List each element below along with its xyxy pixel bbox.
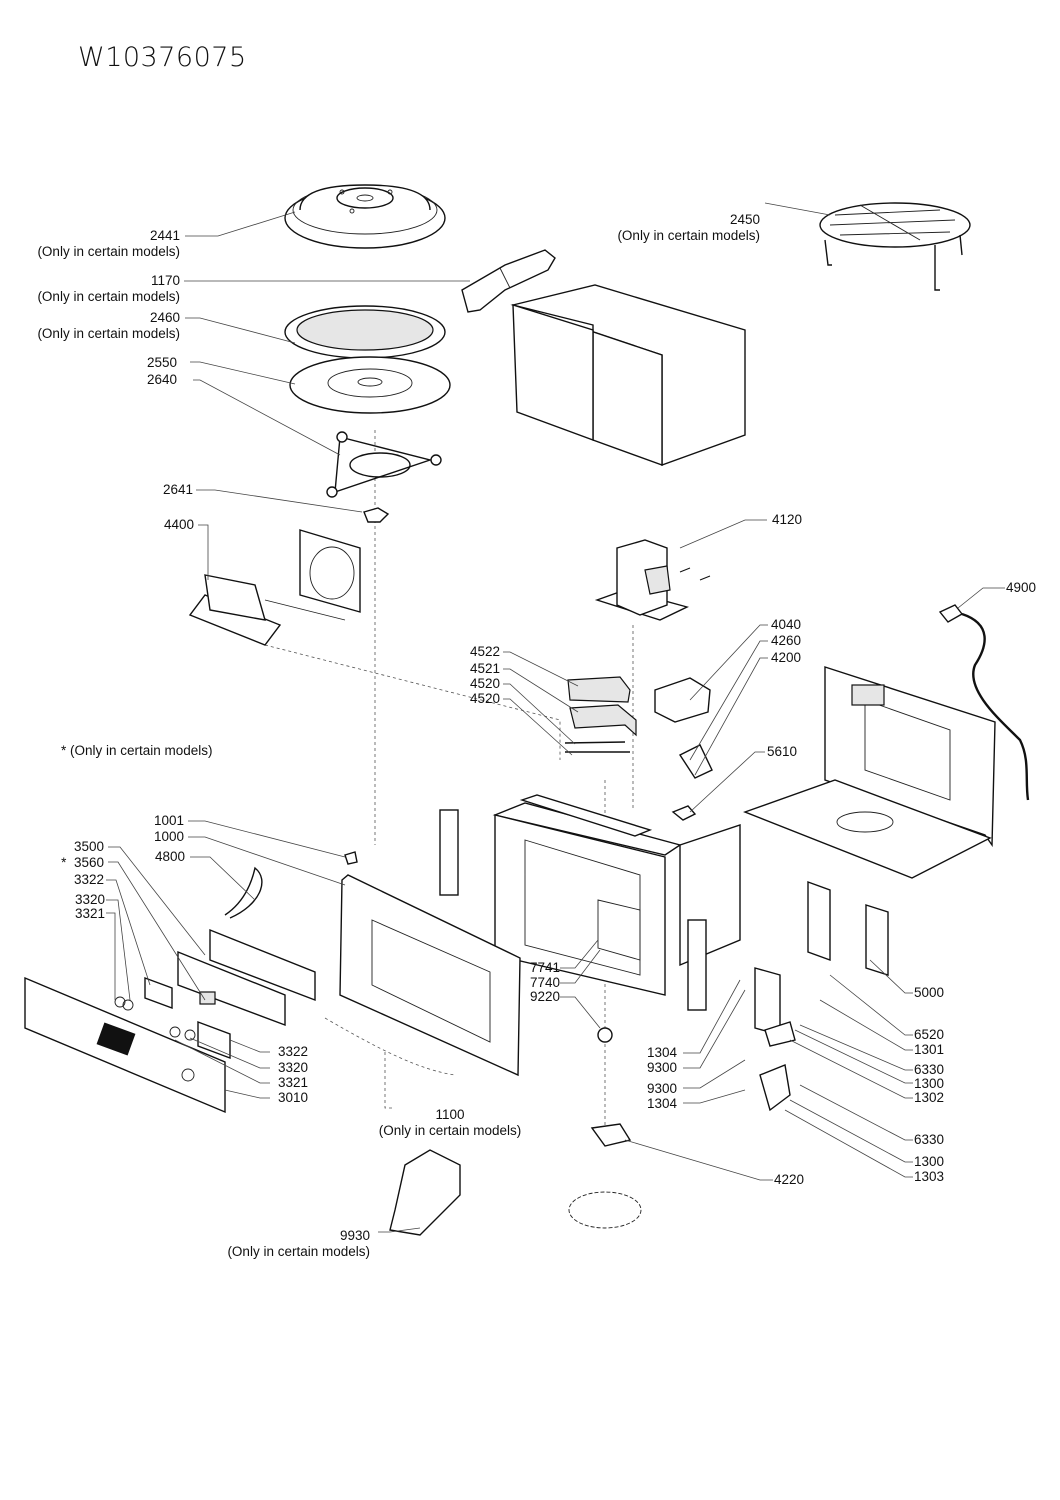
callout-3500: 3500 bbox=[73, 839, 104, 854]
callout-3320-b: 3320 bbox=[278, 1060, 309, 1075]
door-1000 bbox=[339, 874, 521, 1077]
accessory-9930 bbox=[389, 1149, 461, 1236]
grill-rack-2450 bbox=[819, 202, 971, 291]
callout-1170: 1170(Only in certain models) bbox=[37, 273, 180, 305]
callout-1001: 1001 bbox=[153, 813, 184, 828]
power-cord-4900 bbox=[938, 604, 1030, 801]
part-number: 2460 bbox=[149, 310, 180, 325]
callout-4900: 4900 bbox=[1006, 580, 1037, 595]
callout-2640: 2640 bbox=[146, 372, 177, 387]
document-title: W10376075 bbox=[78, 42, 247, 73]
callout-4220: 4220 bbox=[774, 1172, 805, 1187]
back-panel bbox=[743, 666, 996, 879]
callout-3560: * 3560 bbox=[61, 855, 104, 871]
screw-1001 bbox=[344, 851, 358, 865]
callout-2460: 2460(Only in certain models) bbox=[37, 310, 180, 342]
availability-note: (Only in certain models) bbox=[37, 326, 180, 341]
callout-6330-a: 6330 bbox=[914, 1062, 945, 1077]
part-number: 3560 bbox=[73, 855, 104, 870]
capacitor-diode-4040-4200 bbox=[654, 677, 713, 779]
availability-note: (Only in certain models) bbox=[378, 1123, 522, 1138]
callout-3321-b: 3321 bbox=[278, 1075, 309, 1090]
turntable-glass-2550 bbox=[289, 356, 451, 414]
callout-4521: 4521 bbox=[469, 661, 500, 676]
roller-ring-2640 bbox=[326, 431, 442, 498]
interlock-switch-parts bbox=[568, 881, 889, 1229]
callout-2441: 2441(Only in certain models) bbox=[37, 228, 180, 260]
waveguide-parts-4520-4522 bbox=[564, 676, 637, 753]
callout-1000: 1000 bbox=[153, 829, 184, 844]
callout-1301: 1301 bbox=[914, 1042, 945, 1057]
part-number: 9930 bbox=[339, 1228, 370, 1243]
callout-1304-b: 1304 bbox=[646, 1096, 677, 1111]
callout-4200: 4200 bbox=[771, 650, 802, 665]
assembly-guide-4400 bbox=[264, 644, 561, 760]
callout-2450: 2450(Only in certain models) bbox=[617, 212, 760, 244]
cable-4800 bbox=[224, 866, 263, 919]
callout-7741: 7741 bbox=[529, 960, 560, 975]
motor-bracket-4400 bbox=[188, 529, 361, 646]
callout-3321-a: 3321 bbox=[74, 906, 105, 921]
callout-7740: 7740 bbox=[529, 975, 560, 990]
callout-4040: 4040 bbox=[771, 617, 802, 632]
callout-2641: 2641 bbox=[163, 482, 194, 497]
callout-6330-b: 6330 bbox=[914, 1132, 945, 1147]
callout-9930: 9930(Only in certain models) bbox=[227, 1228, 370, 1260]
handle-1170 bbox=[461, 249, 556, 313]
footnote: * (Only in certain models) bbox=[61, 743, 213, 758]
optional-marker: * bbox=[61, 855, 67, 870]
callout-6520: 6520 bbox=[914, 1027, 945, 1042]
callout-1300-a: 1300 bbox=[914, 1076, 945, 1091]
part-number: 2441 bbox=[149, 228, 180, 243]
callout-4522: 4522 bbox=[469, 644, 500, 659]
callout-1303: 1303 bbox=[914, 1169, 945, 1184]
callout-1100: 1100(Only in certain models) bbox=[360, 1107, 540, 1139]
callout-4520-a: 4520 bbox=[469, 676, 500, 691]
callout-3320-a: 3320 bbox=[74, 892, 105, 907]
part-number: 1170 bbox=[150, 273, 180, 288]
callout-9300-a: 9300 bbox=[646, 1060, 677, 1075]
callout-4520-b: 4520 bbox=[469, 691, 500, 706]
coupler-2641 bbox=[363, 507, 390, 523]
availability-note: (Only in certain models) bbox=[227, 1244, 370, 1259]
outer-wrapper bbox=[510, 284, 746, 466]
callout-9220: 9220 bbox=[529, 989, 560, 1004]
callout-9300-b: 9300 bbox=[646, 1081, 677, 1096]
callout-3010: 3010 bbox=[278, 1090, 309, 1105]
callout-4120: 4120 bbox=[772, 512, 803, 527]
oven-cavity bbox=[439, 794, 741, 1011]
availability-note: (Only in certain models) bbox=[37, 244, 180, 259]
crisp-plate-2460 bbox=[284, 305, 446, 359]
part-number: 1100 bbox=[435, 1107, 465, 1122]
part-number: 2450 bbox=[729, 212, 760, 227]
gasket-1100 bbox=[324, 1017, 456, 1076]
control-panel-parts bbox=[24, 928, 316, 1114]
transformer-4120 bbox=[594, 539, 711, 621]
callout-4400: 4400 bbox=[164, 517, 195, 532]
callout-1300-b: 1300 bbox=[914, 1154, 945, 1169]
callout-1302: 1302 bbox=[914, 1090, 945, 1105]
callout-4800: 4800 bbox=[154, 849, 185, 864]
leader-lines bbox=[106, 202, 1005, 1233]
callout-5000: 5000 bbox=[914, 985, 945, 1000]
availability-note: (Only in certain models) bbox=[617, 228, 760, 243]
callout-1304-a: 1304 bbox=[646, 1045, 677, 1060]
callout-2550: 2550 bbox=[146, 355, 177, 370]
cover-2441 bbox=[284, 184, 446, 249]
callout-4260: 4260 bbox=[771, 633, 802, 648]
callout-3322-a: 3322 bbox=[73, 872, 104, 887]
fuse-5610 bbox=[671, 805, 697, 821]
callout-5610: 5610 bbox=[767, 744, 798, 759]
callout-3322-b: 3322 bbox=[278, 1044, 309, 1059]
availability-note: (Only in certain models) bbox=[37, 289, 180, 304]
